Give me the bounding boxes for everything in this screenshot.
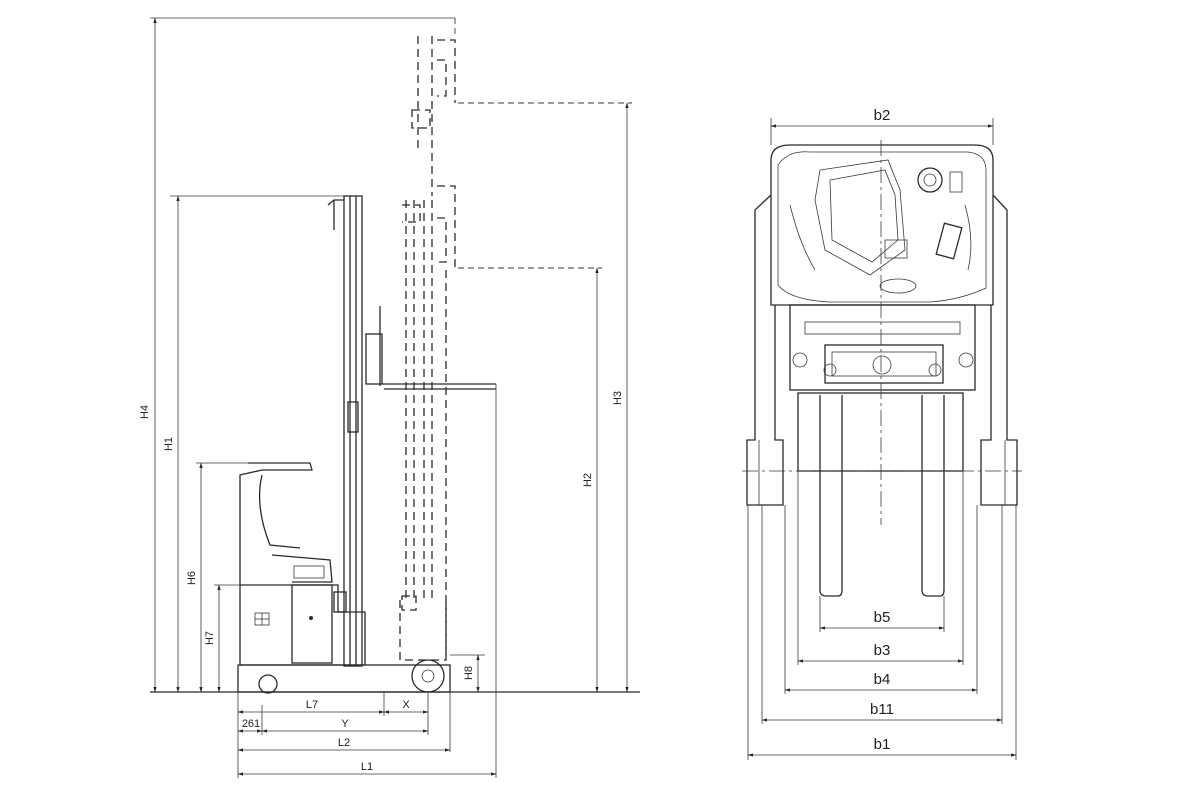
middle-carriage [437,185,456,268]
y-label: Y [341,718,349,730]
body-box [239,584,366,666]
steering-wheel [917,167,943,193]
h8-label: H8 [463,666,475,680]
dim261-label: 261 [242,718,260,730]
overhead-guard-inner [777,151,987,303]
overhead-guard [770,144,994,306]
h7-label: H7 [204,631,216,645]
front-view: b2 [742,107,1022,760]
battery-knob-icon [309,616,313,620]
battery-cover [291,584,333,664]
lift-cylinder [347,401,359,433]
left-fork [819,395,843,597]
operator-frame [239,462,313,585]
right-fork [921,395,945,597]
b2-label: b2 [874,107,891,124]
rear-wheel [258,674,278,694]
side-view: H4 H1 H6 H7 H8 H2 H3 [139,17,640,778]
fork-carriage [365,333,383,385]
foot-pedal [879,278,917,294]
b1-label: b1 [874,736,891,753]
l2-label: L2 [338,737,350,749]
b3-label: b3 [874,642,891,659]
fork-carriage-front [824,344,944,384]
l7-label: L7 [306,699,318,711]
h4-label: H4 [139,405,151,419]
b4-label: b4 [874,671,891,688]
operator-seat [814,159,906,276]
control-panel [293,565,325,579]
seat-back [258,474,301,549]
load-wheel-hub [421,669,435,683]
left-outrigger [746,194,784,506]
h1-label: H1 [163,437,175,451]
reach-mast-base [399,600,447,661]
mast-outer [343,195,363,667]
h3-label: H3 [612,391,624,405]
display-panel [935,222,963,260]
middle-bracket [402,204,421,223]
x-label: X [402,699,410,711]
mast-top-bracket [327,199,344,206]
mast-frame [789,304,976,391]
key-switch [949,171,963,193]
control-lever [884,239,908,259]
l1-label: L1 [361,761,373,773]
h2-label: H2 [582,473,594,487]
console [271,554,333,583]
b5-label: b5 [874,609,891,626]
right-outrigger [980,194,1018,506]
upper-carriage [437,39,456,103]
load-backrest [797,392,964,472]
upper-bracket [411,109,431,129]
b11-label: b11 [870,701,894,718]
h6-label: H6 [186,571,198,585]
mast-bottom-bracket [333,591,347,613]
